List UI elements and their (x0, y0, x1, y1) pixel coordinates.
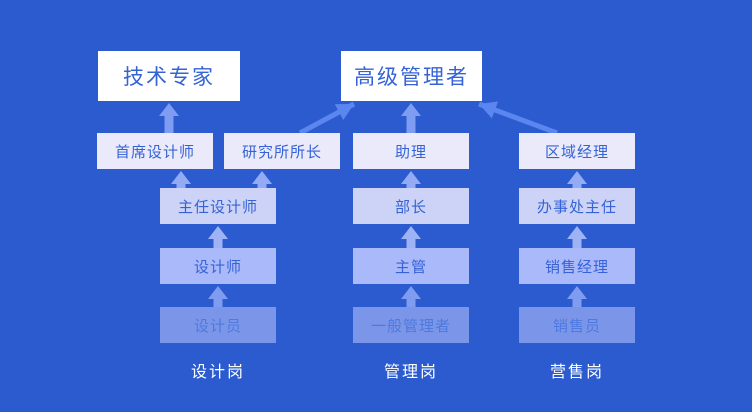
node-label: 研究所所长 (241, 143, 322, 161)
node-label: 设计师 (193, 258, 242, 276)
node-supervisor[interactable]: 主管 (353, 248, 469, 284)
node-general-manager[interactable]: 一般管理者 (353, 307, 469, 343)
node-department-head[interactable]: 部长 (353, 188, 469, 224)
arrow-lead-designer-to-institute-director (252, 171, 272, 188)
node-sales-manager[interactable]: 销售经理 (519, 248, 635, 284)
node-tech-expert[interactable]: 技术专家 (98, 51, 240, 101)
arrow-general-manager-to-supervisor (401, 286, 421, 307)
arrow-designer-to-lead-designer (208, 226, 228, 248)
node-chief-designer[interactable]: 首席设计师 (97, 133, 213, 169)
node-label: 销售员 (552, 317, 601, 335)
node-label: 办事处主任 (536, 198, 617, 216)
column-footer-label-design: 设计岗 (190, 364, 245, 381)
arrow-regional-manager-to-senior-manager (478, 101, 558, 136)
arrow-office-director-to-regional-manager (567, 171, 587, 188)
arrow-department-head-to-assistant (401, 171, 421, 188)
node-senior-manager[interactable]: 高级管理者 (341, 51, 482, 101)
node-label: 区域经理 (544, 143, 609, 161)
node-junior-designer[interactable]: 设计员 (160, 307, 276, 343)
node-label: 技术专家 (123, 66, 215, 89)
node-lead-designer[interactable]: 主任设计师 (160, 188, 276, 224)
node-label: 设计员 (193, 317, 242, 335)
node-label: 高级管理者 (354, 66, 469, 89)
node-regional-manager[interactable]: 区域经理 (519, 133, 635, 169)
node-office-director[interactable]: 办事处主任 (519, 188, 635, 224)
arrow-junior-designer-to-designer (208, 286, 228, 307)
node-label: 部长 (394, 198, 427, 216)
column-footer-label-management: 管理岗 (383, 364, 438, 381)
node-institute-director[interactable]: 研究所所长 (224, 133, 340, 169)
node-label: 销售经理 (544, 258, 609, 276)
arrow-chief-designer-to-tech-expert (159, 103, 179, 133)
node-designer[interactable]: 设计师 (160, 248, 276, 284)
node-assistant[interactable]: 助理 (353, 133, 469, 169)
column-footer-label-sales: 营售岗 (549, 364, 604, 381)
arrow-assistant-to-senior-manager (401, 103, 421, 133)
arrow-supervisor-to-department-head (401, 226, 421, 248)
arrow-sales-manager-to-office-director (567, 226, 587, 248)
node-label: 首席设计师 (114, 143, 195, 161)
node-label: 主任设计师 (177, 198, 258, 216)
node-label: 主管 (394, 258, 427, 276)
arrow-lead-designer-to-chief-designer (171, 171, 191, 188)
node-label: 一般管理者 (370, 317, 451, 335)
arrow-salesperson-to-sales-manager (567, 286, 587, 307)
node-label: 助理 (394, 143, 427, 161)
node-salesperson[interactable]: 销售员 (519, 307, 635, 343)
arrow-institute-director-to-senior-manager (298, 101, 356, 136)
